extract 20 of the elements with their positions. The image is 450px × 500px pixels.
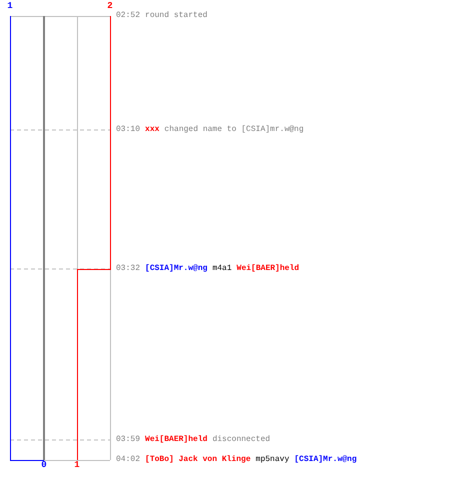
player-number: 2 [107,2,113,11]
player-name: [CSIA]Mr.w@ng [294,455,357,465]
player-name: Wei[BAER]held [236,264,300,274]
player-name: Wei[BAER]held [145,435,208,445]
event-text: disconnected [212,435,270,445]
player-number: 1 [74,461,80,470]
timestamp: 02:52 [116,11,140,21]
event-text: m4a1 [212,264,232,274]
timestamp: 03:32 [116,264,140,274]
timestamp: 03:10 [116,125,140,135]
timestamp: 03:59 [116,435,140,445]
player-name: [ToBo] Jack von Klinge [145,455,251,465]
player-name: [CSIA]Mr.w@ng [145,264,208,274]
player-number: 0 [41,461,47,470]
player-number: 1 [7,2,13,11]
event-text: round started [145,11,208,21]
player-name: xxx [145,125,160,135]
event-text: changed name to [CSIA]mr.w@ng [164,125,304,135]
timestamp: 04:02 [116,455,140,465]
event-text: mp5navy [256,455,290,465]
